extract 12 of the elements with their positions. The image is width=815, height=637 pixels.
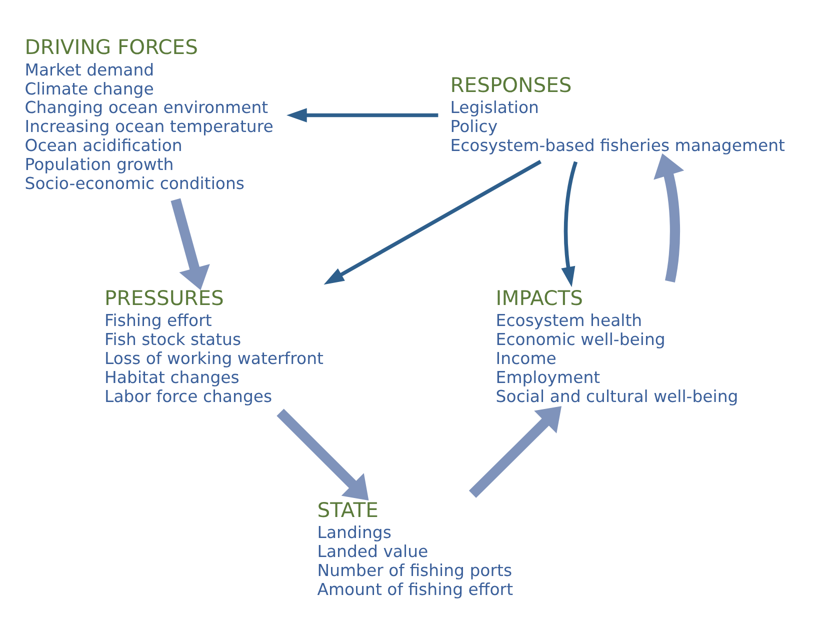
node-text: RESPONSES Legislation Policy Ecosystem-based fisheries management: [450, 73, 786, 156]
node-text: IMPACTS Ecosystem health Economic well-being Income Employment Social and cultural well-being: [496, 286, 738, 406]
arrow: [276, 408, 369, 501]
node-text: STATE Landings Landed value Number of fishing ports Amount of fishing effort: [317, 498, 514, 600]
arrow: [170, 198, 210, 290]
arrow: [654, 153, 684, 282]
arrow: [468, 406, 562, 498]
arrow: [561, 161, 578, 288]
node-text: DRIVING FORCES Market demand Climate change Changing ocean environment Increasing ocean temperature Ocean acidification Population growth Socio-economic conditions: [24, 35, 274, 194]
arrow: [286, 108, 438, 122]
node-text: PRESSURES Fishing effort Fish stock status Loss of working waterfront Habitat changes Labor force changes: [104, 286, 324, 406]
arrow: [324, 160, 542, 285]
